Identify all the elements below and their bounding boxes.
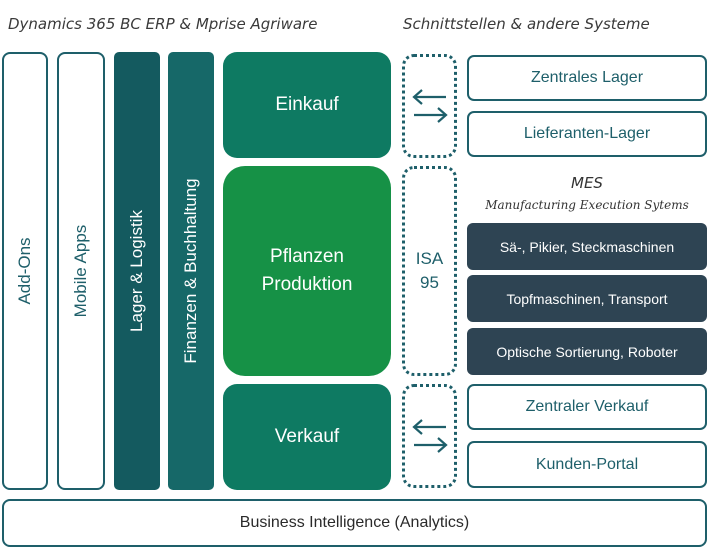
isa-label-line2: 95: [420, 273, 439, 292]
module-pflanzen-produktion: Pflanzen Produktion: [223, 166, 391, 376]
system-zentrales-lager: Zentrales Lager: [467, 55, 707, 101]
system-kunden-portal-label: Kunden-Portal: [535, 455, 639, 473]
header-erp-title: Dynamics 365 BC ERP & Mprise Agriware: [8, 15, 318, 33]
system-zentraler-verkauf-label: Zentraler Verkauf: [525, 398, 649, 415]
isa-label-line1: ISA: [415, 249, 444, 268]
column-lager-logistik-label: Lager & Logistik: [127, 210, 146, 332]
business-intelligence-label: Business Intelligence (Analytics): [239, 514, 470, 531]
column-finanzen-buchhaltung: Finanzen & Buchhaltung: [168, 52, 214, 490]
system-lieferanten-lager-label: Lieferanten-Lager: [523, 125, 651, 142]
column-finanzen-buchhaltung-label: Finanzen & Buchhaltung: [181, 178, 200, 364]
column-add-ons-label: Add-Ons: [15, 237, 34, 305]
bidirectional-arrows-icon: [411, 89, 448, 123]
module-einkauf: Einkauf: [223, 52, 391, 158]
module-produktion-line1: Pflanzen: [270, 246, 344, 267]
interface-verkauf: [402, 384, 457, 488]
column-mobile-apps-label: Mobile Apps: [71, 224, 90, 318]
header-interfaces-title: Schnittstellen & andere Systeme: [403, 15, 650, 33]
interface-isa95: ISA 95: [402, 166, 457, 376]
module-verkauf-label: Verkauf: [274, 426, 340, 447]
mes-item-saemaschinen: Sä-, Pikier, Steckmaschinen: [467, 223, 707, 270]
mes-item-label: Topfmaschinen, Transport: [506, 290, 668, 307]
column-lager-logistik: Lager & Logistik: [114, 52, 160, 490]
system-lieferanten-lager: Lieferanten-Lager: [467, 111, 707, 157]
mes-item-sortierung: Optische Sortierung, Roboter: [467, 328, 707, 375]
system-zentraler-verkauf: Zentraler Verkauf: [467, 384, 707, 430]
system-zentrales-lager-label: Zentrales Lager: [530, 69, 644, 86]
bidirectional-arrows-icon: [411, 419, 448, 453]
column-add-ons: Add-Ons: [2, 52, 48, 490]
module-produktion-line2: Produktion: [261, 274, 353, 295]
module-einkauf-label: Einkauf: [275, 94, 339, 115]
mes-subtitle: Manufacturing Execution Sytems: [485, 198, 689, 212]
business-intelligence-bar: Business Intelligence (Analytics): [2, 499, 707, 547]
module-verkauf: Verkauf: [223, 384, 391, 490]
column-mobile-apps: Mobile Apps: [57, 52, 105, 490]
interface-einkauf: [402, 54, 457, 158]
mes-item-label: Optische Sortierung, Roboter: [496, 343, 678, 360]
mes-title: MES: [571, 174, 603, 192]
system-kunden-portal: Kunden-Portal: [467, 441, 707, 488]
mes-item-topfmaschinen: Topfmaschinen, Transport: [467, 275, 707, 322]
mes-item-label: Sä-, Pikier, Steckmaschinen: [499, 238, 675, 255]
